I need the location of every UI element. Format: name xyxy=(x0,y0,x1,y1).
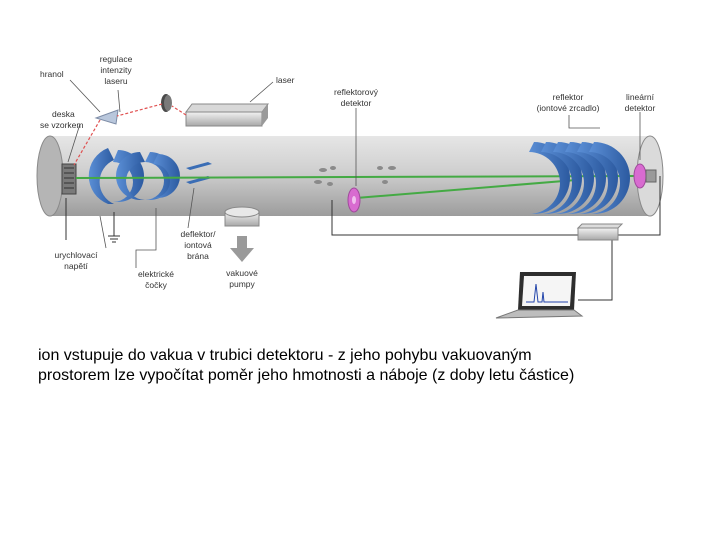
detector-electronics-box xyxy=(576,223,624,241)
prism xyxy=(94,109,119,125)
label-linear-detector-2: detektor xyxy=(625,103,656,113)
label-sample-plate-2: se vzorkem xyxy=(40,120,83,130)
label-leaders xyxy=(67,79,641,268)
label-vacuum-pumps-2: pumpy xyxy=(229,279,255,289)
electric-lenses xyxy=(88,148,180,204)
spectrum-icon xyxy=(526,283,568,303)
label-sample-plate-1: deska xyxy=(52,109,75,119)
vacuum-pump xyxy=(224,206,260,262)
reflector-detector xyxy=(347,187,361,213)
laser-intensity-regulator xyxy=(161,94,172,112)
tof-mass-spectrometer-diagram: hranol regulace intenzity laseru laser d… xyxy=(36,54,664,319)
label-acceleration-voltage-2: napětí xyxy=(64,261,88,271)
sample-plate xyxy=(61,163,77,195)
label-linear-detector-1: lineární xyxy=(626,92,655,102)
ion-particles xyxy=(314,166,396,186)
label-electric-lenses-2: čočky xyxy=(145,280,167,290)
label-reflectron-1: reflektor xyxy=(553,92,584,102)
caption: ion vstupuje do vakua v trubici detektor… xyxy=(38,346,698,386)
label-reflectron-2: (iontové zrcadlo) xyxy=(537,103,600,113)
laser xyxy=(185,103,269,127)
label-reflector-detector-2: detektor xyxy=(341,98,372,108)
label-vacuum-pumps-1: vakuové xyxy=(226,268,258,278)
label-deflector-3: brána xyxy=(187,251,209,261)
laser-beam xyxy=(73,103,187,166)
label-laser: laser xyxy=(276,75,295,85)
caption-line-2: prostorem lze vypočítat poměr jeho hmotn… xyxy=(38,367,575,384)
label-regulator-2: intenzity xyxy=(100,65,132,75)
label-deflector-2: iontová xyxy=(184,240,212,250)
label-acceleration-voltage-1: urychlovací xyxy=(55,250,99,260)
label-reflector-detector-1: reflektorový xyxy=(334,87,379,97)
label-prism: hranol xyxy=(40,69,64,79)
caption-line-1: ion vstupuje do vakua v trubici detektor… xyxy=(38,347,532,364)
linear-detector xyxy=(633,163,657,189)
wiring xyxy=(65,176,661,301)
label-deflector-1: deflektor/ xyxy=(181,229,217,239)
laptop xyxy=(495,272,584,319)
label-electric-lenses-1: elektrické xyxy=(138,269,174,279)
label-regulator-1: regulace xyxy=(100,54,133,64)
labels: hranol regulace intenzity laseru laser d… xyxy=(40,54,656,290)
label-regulator-3: laseru xyxy=(104,76,127,86)
reflectron xyxy=(529,142,630,214)
